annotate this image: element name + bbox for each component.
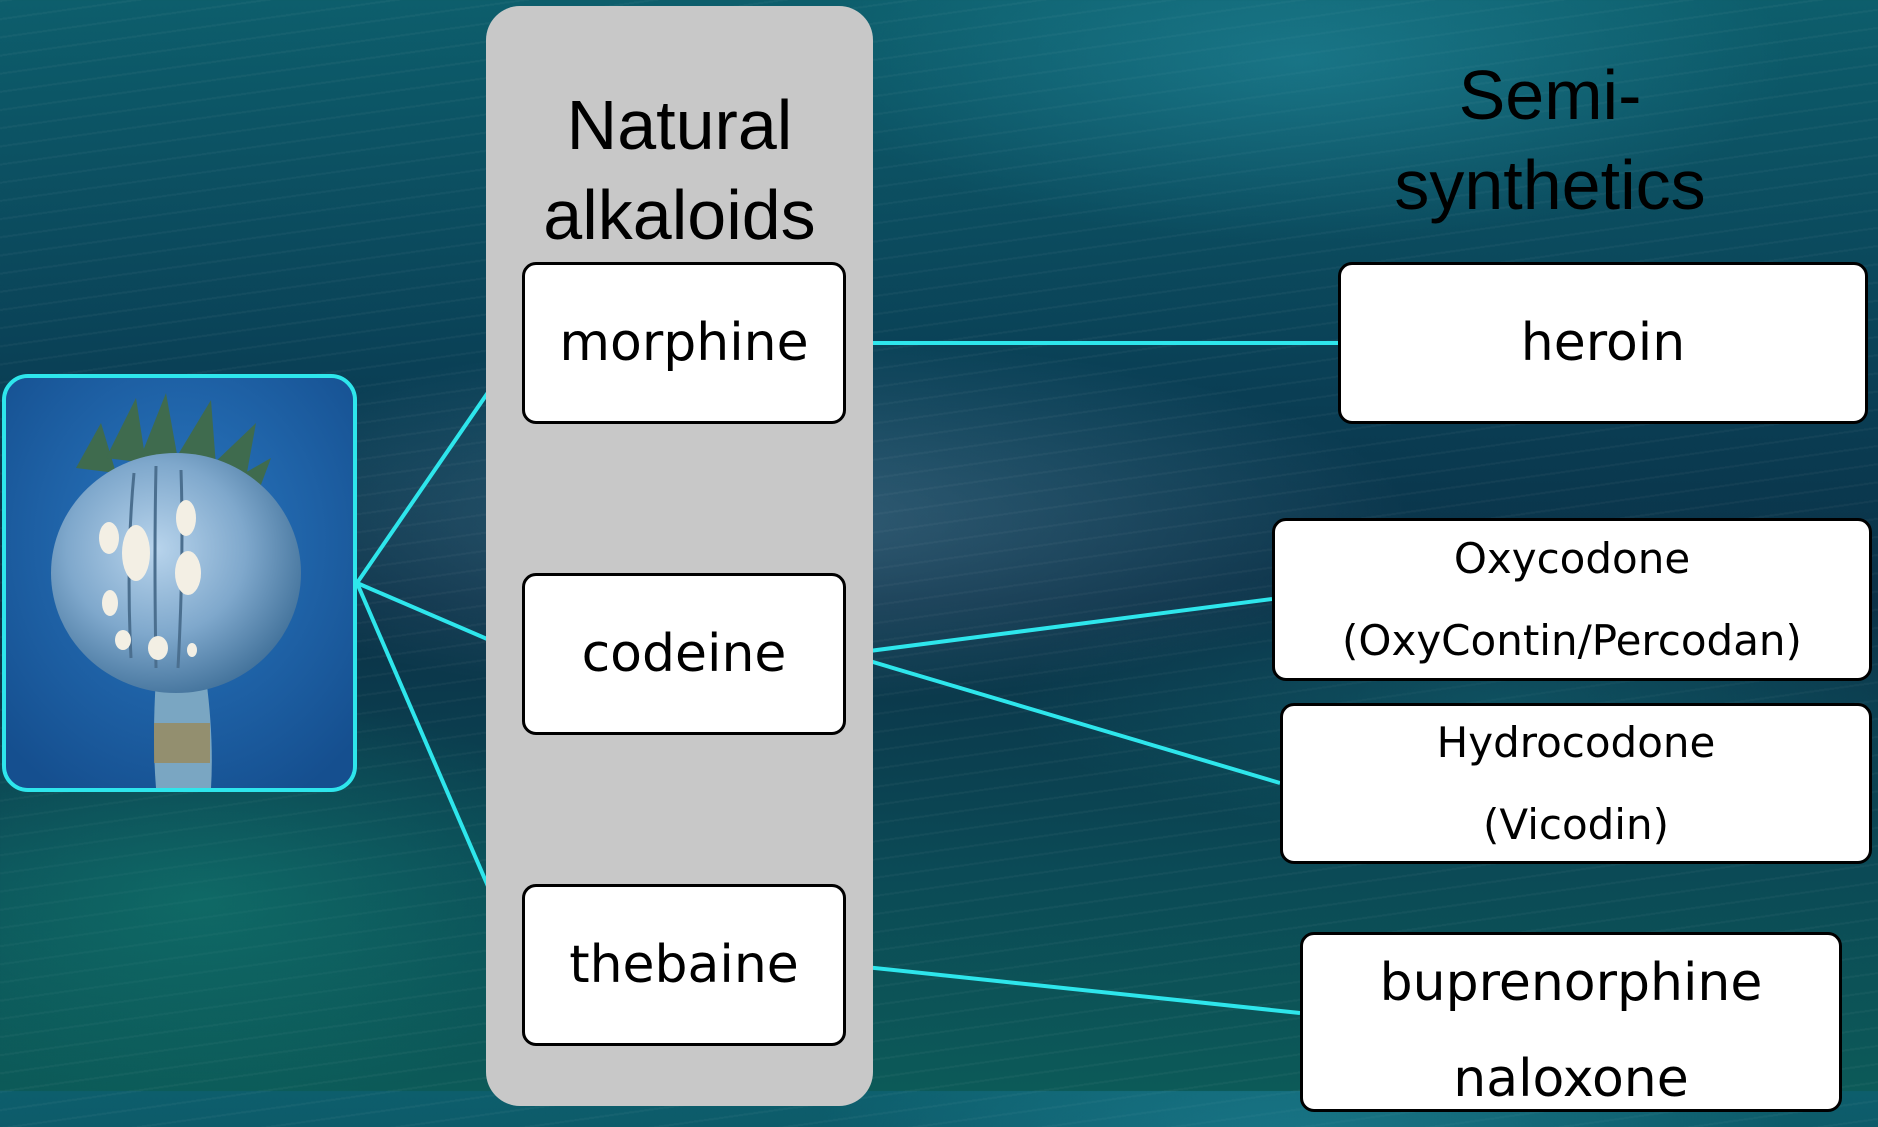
connector-lines [355,341,1338,1015]
natural-alkaloids-heading: Natural alkaloids [486,80,873,260]
buprenorphine-label: buprenorphine [1379,953,1763,1013]
connector-thebaine-buprenorphine [845,963,1301,1015]
morphine-label: morphine [559,313,809,373]
oxycodone-box: Oxycodone (OxyContin/Percodan) [1272,518,1872,681]
connector-codeine-oxycodone [845,597,1273,656]
semi-heading-line2: synthetics [1394,146,1706,224]
semi-heading-line1: Semi- [1458,56,1642,134]
thebaine-label: thebaine [569,935,799,995]
natural-heading-line2: alkaloids [543,176,816,254]
oxycontin-percodan-label: (OxyContin/Percodan) [1342,615,1802,665]
thebaine-box: thebaine [522,884,846,1046]
semi-synthetics-heading: Semi- synthetics [1330,50,1770,230]
codeine-label: codeine [581,624,787,684]
codeine-box: codeine [522,573,846,735]
hydrocodone-box: Hydrocodone (Vicodin) [1280,703,1872,864]
natural-heading-line1: Natural [566,86,793,164]
oxycodone-label: Oxycodone [1453,533,1691,583]
poppy-image [2,374,357,792]
connector-codeine-hydrocodone [845,652,1281,785]
opium-poppy-icon [6,378,353,788]
heroin-label: heroin [1520,313,1686,373]
heroin-box: heroin [1338,262,1868,424]
morphine-box: morphine [522,262,846,424]
naloxone-label: naloxone [1453,1049,1689,1109]
vicodin-label: (Vicodin) [1483,799,1669,849]
hydrocodone-label: Hydrocodone [1436,717,1716,767]
buprenorphine-naloxone-box: buprenorphine naloxone [1300,932,1842,1112]
